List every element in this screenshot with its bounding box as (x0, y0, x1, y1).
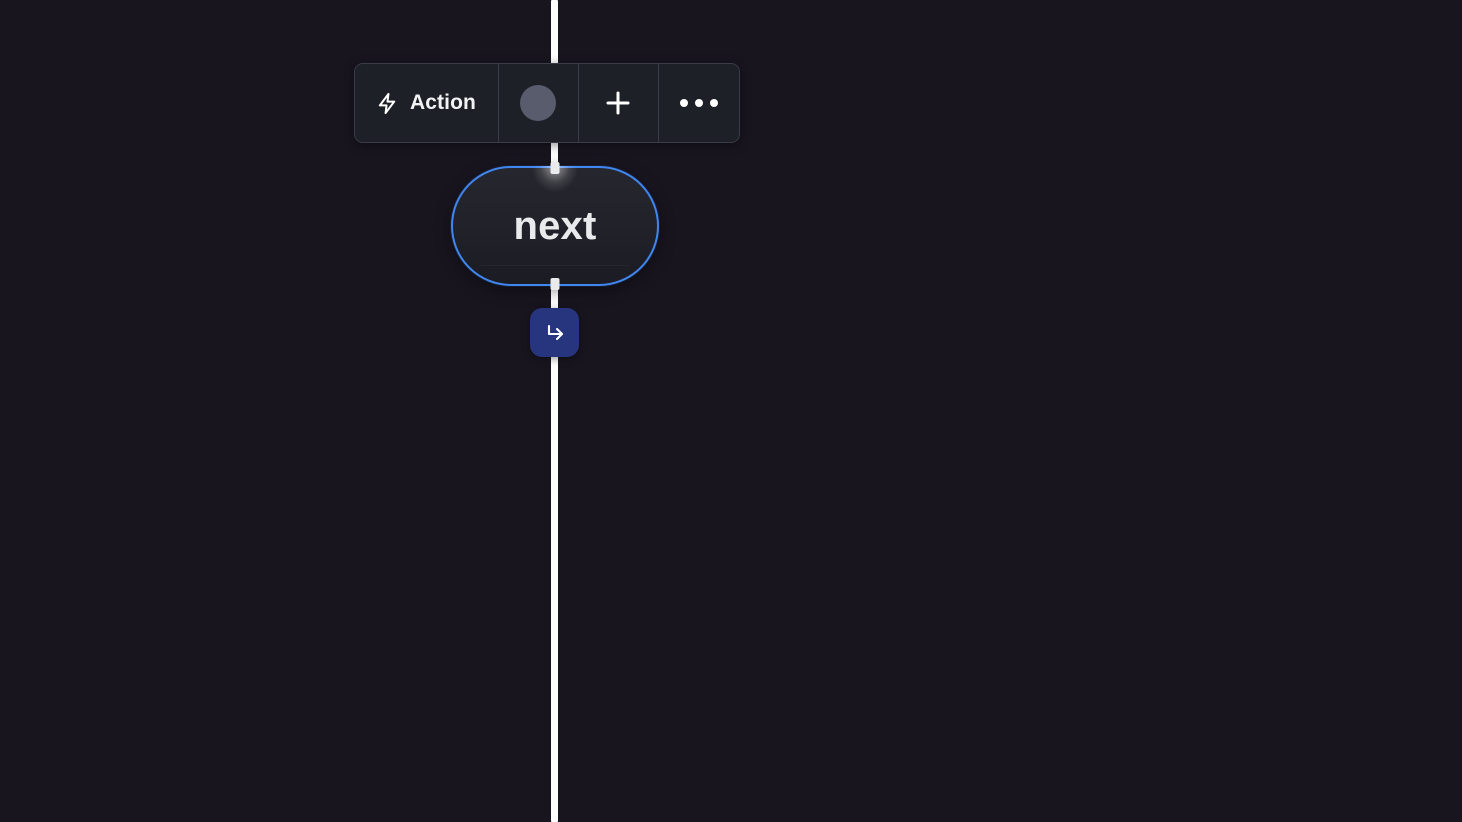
node-action-toolbar[interactable]: Action (354, 63, 740, 143)
status-dot-button[interactable] (498, 64, 579, 142)
add-branch-button[interactable] (530, 308, 579, 357)
lightning-bolt-icon (376, 91, 399, 116)
flow-edge-outgoing-upper[interactable] (551, 278, 558, 318)
flow-edge-outgoing-lower[interactable] (551, 346, 558, 822)
action-button[interactable]: Action (355, 64, 499, 142)
ellipsis-icon (679, 99, 718, 107)
node-source-handle[interactable] (550, 278, 560, 290)
node-target-handle[interactable] (550, 162, 560, 174)
status-dot-icon (520, 85, 557, 121)
node-divider (481, 265, 629, 266)
flow-node-label: next (513, 204, 597, 248)
flow-node[interactable]: next (451, 162, 659, 290)
action-button-label: Action (410, 91, 476, 114)
corner-down-right-arrow-icon (543, 321, 567, 345)
add-node-button[interactable] (578, 64, 659, 142)
plus-icon (603, 88, 633, 118)
more-options-button[interactable] (658, 64, 739, 142)
